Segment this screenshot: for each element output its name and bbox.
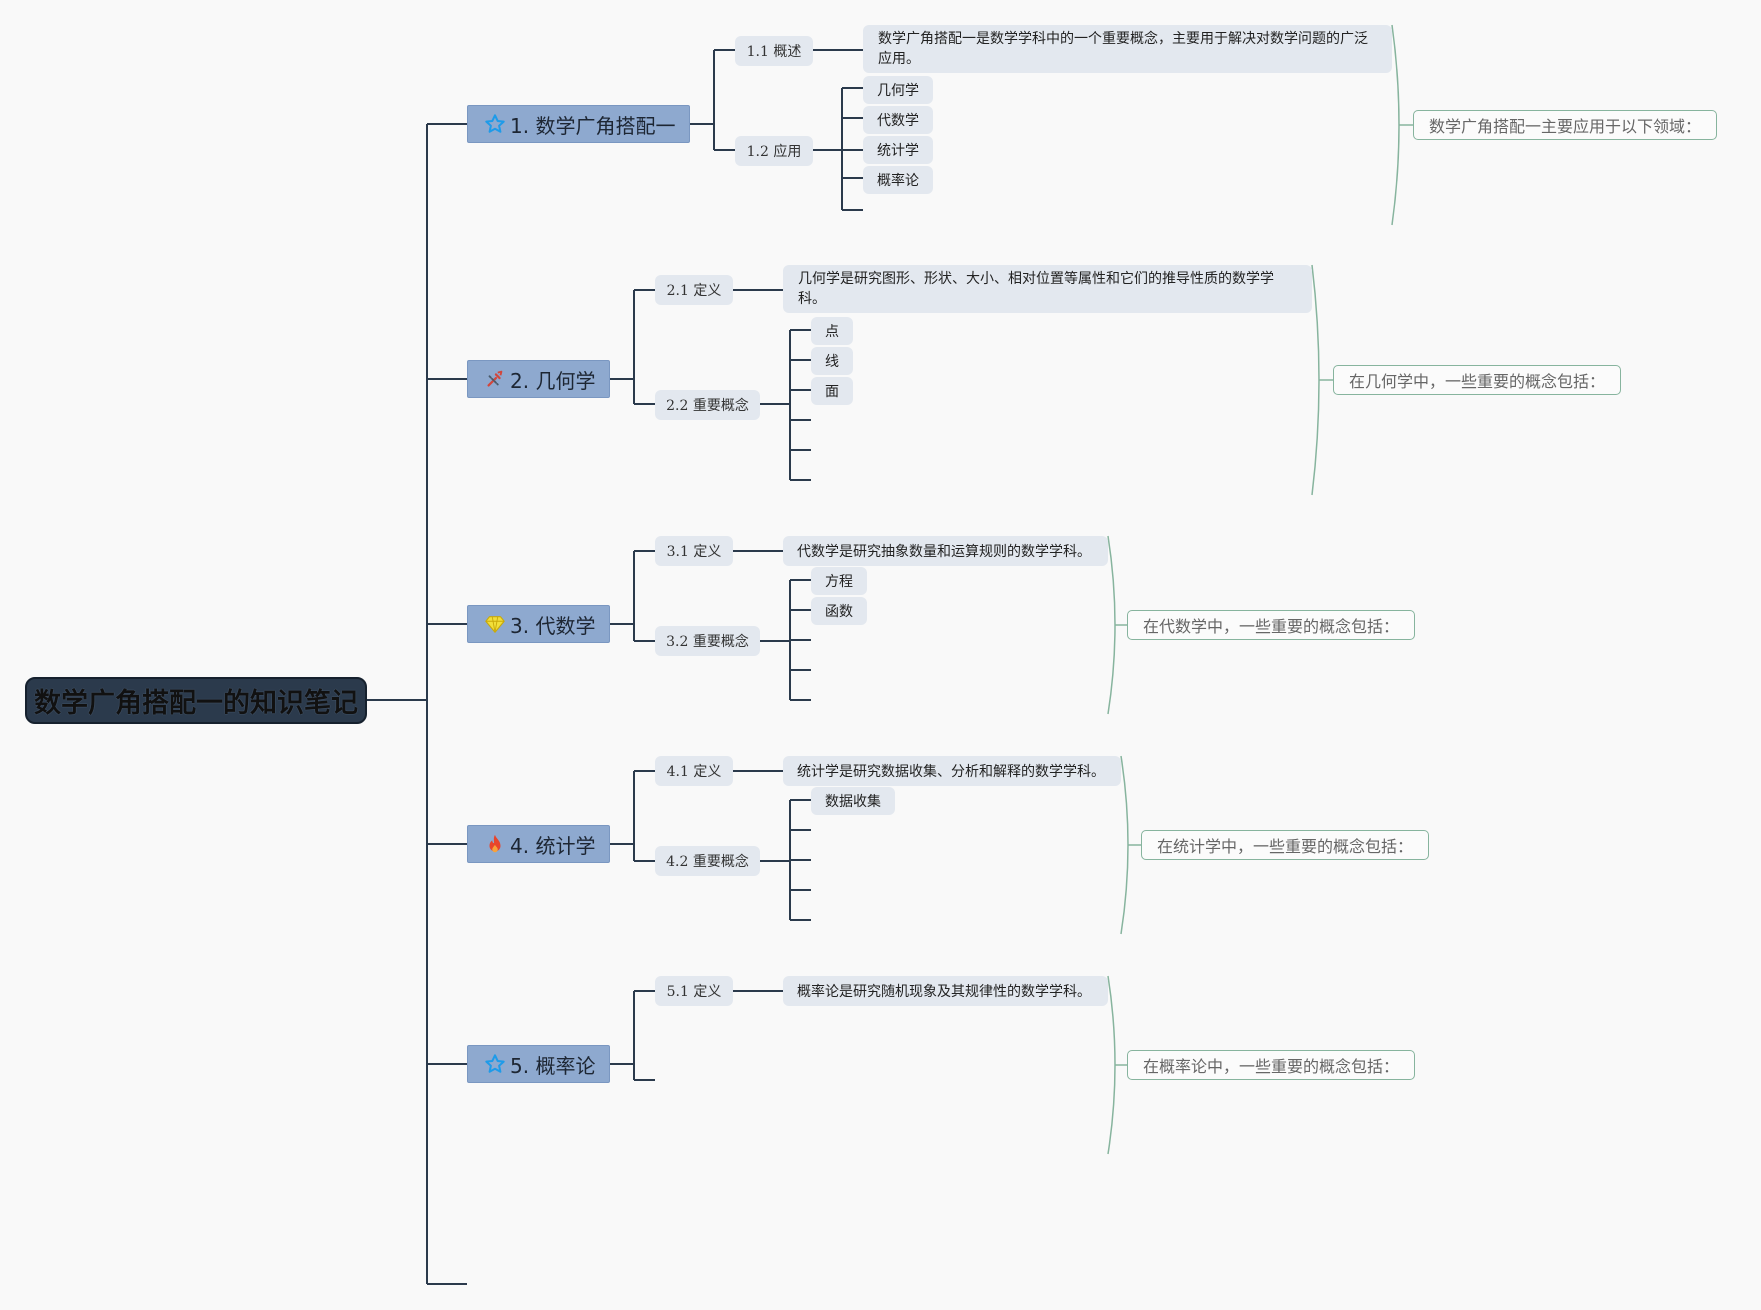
definition-2[interactable]: 几何学是研究图形、形状、大小、相对位置等属性和它们的推导性质的数学学科。	[783, 265, 1312, 313]
subtopic-2-1[interactable]: 2.1 定义	[655, 275, 733, 305]
root-title: 数学广角搭配一的知识笔记	[34, 688, 358, 719]
connector-line	[1120, 755, 1129, 935]
definition-3[interactable]: 代数学是研究抽象数量和运算规则的数学学科。	[783, 536, 1108, 566]
subtopic-4-2[interactable]: 4.2 重要概念	[655, 846, 760, 876]
connector-line	[605, 550, 655, 642]
item-label: 代数学	[877, 113, 919, 129]
item-1-3[interactable]: 统计学	[863, 136, 933, 164]
item-label: 函数	[825, 604, 853, 620]
subtopic-label: 3.1 定义	[666, 544, 722, 560]
topic-1-label: 1. 数学广角搭配一	[510, 113, 676, 138]
summary-2[interactable]: 在几何学中，一些重要的概念包括：	[1333, 365, 1622, 395]
definition-text: 概率论是研究随机现象及其规律性的数学学科。	[797, 984, 1091, 1000]
connector-line	[1391, 24, 1400, 226]
topic-1[interactable]: 1. 数学广角搭配一	[467, 105, 691, 143]
topic-5-label: 5. 概率论	[510, 1053, 596, 1078]
definition-4[interactable]: 统计学是研究数据收集、分析和解释的数学学科。	[783, 756, 1121, 786]
subtopic-label: 2.2 重要概念	[666, 398, 749, 414]
subtopic-label: 4.2 重要概念	[666, 854, 749, 870]
subtopic-3-2[interactable]: 3.2 重要概念	[655, 626, 760, 656]
summary-text: 数学广角搭配一主要应用于以下领域：	[1429, 117, 1702, 136]
definition-1[interactable]: 数学广角搭配一是数学学科中的一个重要概念，主要用于解决对数学问题的广泛应用。	[863, 25, 1392, 73]
subtopic-1-1[interactable]: 1.1 概述	[735, 36, 813, 66]
item-4-1[interactable]: 数据收集	[811, 787, 895, 815]
connector-line	[813, 88, 843, 210]
summary-text: 在几何学中，一些重要的概念包括：	[1349, 372, 1606, 391]
topic-2-label: 2. 几何学	[510, 368, 596, 393]
definition-text: 几何学是研究图形、形状、大小、相对位置等属性和它们的推导性质的数学学科。	[798, 271, 1274, 307]
definition-text: 数学广角搭配一是数学学科中的一个重要概念，主要用于解决对数学问题的广泛应用。	[878, 31, 1368, 67]
topic-5[interactable]: 5. 概率论	[467, 1045, 611, 1083]
subtopic-5-1[interactable]: 5.1 定义	[655, 976, 733, 1006]
topic-4[interactable]: 4. 统计学	[467, 825, 611, 863]
summary-text: 在统计学中，一些重要的概念包括：	[1157, 837, 1414, 856]
item-label: 统计学	[877, 143, 919, 159]
item-3-1[interactable]: 方程	[811, 567, 867, 595]
item-1-4[interactable]: 概率论	[863, 166, 933, 194]
definition-text: 统计学是研究数据收集、分析和解释的数学学科。	[797, 764, 1105, 780]
item-label: 线	[825, 354, 839, 370]
summary-text: 在概率论中，一些重要的概念包括：	[1143, 1057, 1400, 1076]
connector-line	[760, 800, 791, 920]
subtopic-label: 1.2 应用	[746, 144, 802, 160]
connector-line	[1107, 975, 1116, 1155]
item-2-1[interactable]: 点	[811, 317, 853, 345]
summary-text: 在代数学中，一些重要的概念包括：	[1143, 617, 1400, 636]
subtopic-label: 5.1 定义	[666, 984, 722, 1000]
connector-line	[760, 580, 791, 700]
fire-icon	[489, 834, 501, 853]
connector-line	[1107, 535, 1116, 715]
item-1-2[interactable]: 代数学	[863, 106, 933, 134]
subtopic-label: 4.1 定义	[666, 764, 722, 780]
item-3-2[interactable]: 函数	[811, 597, 867, 625]
diamond-icon	[485, 616, 505, 633]
topic-4-label: 4. 统计学	[510, 833, 596, 858]
definition-5[interactable]: 概率论是研究随机现象及其规律性的数学学科。	[783, 976, 1108, 1006]
subtopic-label: 2.1 定义	[666, 283, 722, 299]
subtopic-label: 1.1 概述	[746, 44, 802, 60]
item-label: 方程	[825, 574, 853, 590]
topic-3-label: 3. 代数学	[510, 613, 596, 638]
subtopic-label: 3.2 重要概念	[666, 634, 749, 650]
connector-line	[605, 289, 655, 405]
item-1-1[interactable]: 几何学	[863, 76, 933, 104]
item-2-3[interactable]: 面	[811, 377, 853, 405]
item-2-2[interactable]: 线	[811, 347, 853, 375]
root-topic[interactable]: 数学广角搭配一的知识笔记	[25, 677, 367, 724]
summary-3[interactable]: 在代数学中，一些重要的概念包括：	[1127, 610, 1416, 640]
topic-3[interactable]: 3. 代数学	[467, 605, 611, 643]
subtopic-1-2[interactable]: 1.2 应用	[735, 136, 813, 166]
connector-line	[605, 770, 655, 862]
star-icon	[485, 114, 505, 133]
subtopic-3-1[interactable]: 3.1 定义	[655, 536, 733, 566]
tools-icon	[487, 370, 503, 387]
summary-1[interactable]: 数学广角搭配一主要应用于以下领域：	[1413, 110, 1718, 140]
subtopic-2-2[interactable]: 2.2 重要概念	[655, 390, 760, 420]
item-label: 几何学	[877, 83, 919, 99]
summary-4[interactable]: 在统计学中，一些重要的概念包括：	[1141, 830, 1430, 860]
connector-line	[760, 330, 791, 480]
item-label: 数据收集	[825, 794, 881, 810]
subtopic-4-1[interactable]: 4.1 定义	[655, 756, 733, 786]
summary-5[interactable]: 在概率论中，一些重要的概念包括：	[1127, 1050, 1416, 1080]
item-label: 面	[825, 384, 839, 400]
star-icon	[485, 1054, 505, 1073]
definition-text: 代数学是研究抽象数量和运算规则的数学学科。	[797, 544, 1091, 560]
item-label: 点	[825, 324, 839, 340]
connector-line	[605, 990, 655, 1081]
connector-line	[1311, 264, 1320, 496]
topic-2[interactable]: 2. 几何学	[467, 360, 611, 398]
connector-line	[684, 49, 735, 151]
item-label: 概率论	[877, 173, 919, 189]
